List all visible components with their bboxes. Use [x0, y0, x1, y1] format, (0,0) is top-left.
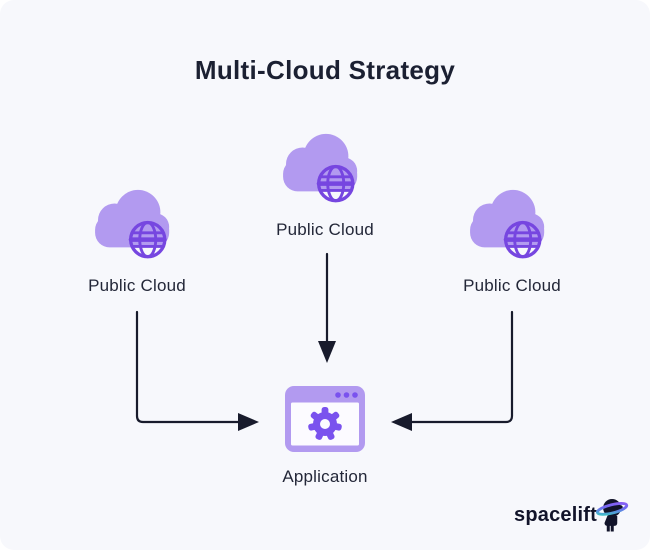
cloud-globe-icon: [470, 189, 545, 259]
browser-gear-icon: [285, 386, 365, 452]
cloud-label-center: Public Cloud: [276, 220, 374, 239]
globe-icon: [316, 164, 355, 203]
application-node: Application: [265, 386, 385, 487]
window-dots-icon: [335, 392, 358, 398]
cloud-node-center: Public Cloud: [265, 130, 385, 240]
cloud-node-right: Public Cloud: [452, 186, 572, 296]
cloud-node-left: Public Cloud: [77, 186, 197, 296]
logo-wordmark: spacelift: [514, 503, 597, 526]
cloud-globe-icon: [283, 133, 358, 203]
arrow-center-to-app: [318, 252, 336, 363]
cloud-label-right: Public Cloud: [463, 276, 561, 295]
spacelift-logo: spacelift: [514, 496, 630, 534]
gear-icon: [308, 407, 342, 440]
diagram-title: Multi-Cloud Strategy: [194, 55, 456, 85]
application-label: Application: [282, 467, 368, 486]
arrow-right-to-app: [391, 310, 514, 431]
cloud-globe-icon: [95, 189, 170, 259]
astronaut-icon: [596, 498, 629, 532]
arrow-left-to-app: [135, 310, 259, 431]
globe-icon: [128, 220, 167, 259]
cloud-label-left: Public Cloud: [88, 276, 186, 295]
globe-icon: [503, 220, 542, 259]
